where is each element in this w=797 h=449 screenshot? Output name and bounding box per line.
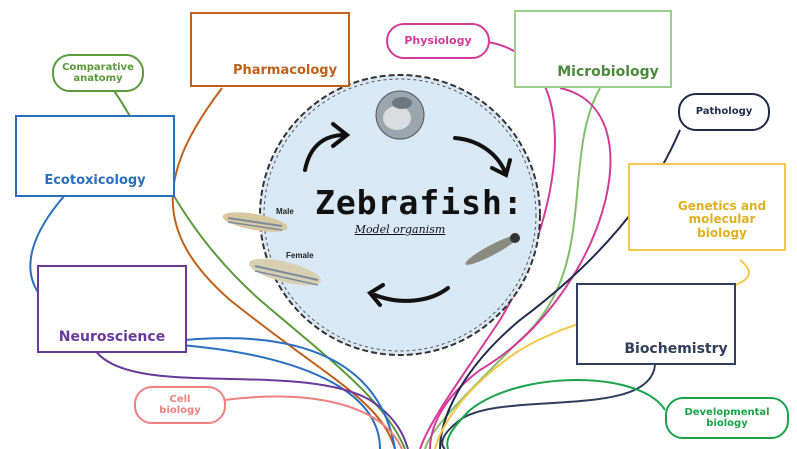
connector-neuroscience [94,349,409,449]
topic-pharmacology[interactable]: Pharmacology [190,12,350,87]
cycle-arrow-top-left-head [331,122,351,148]
center-circle-inner [263,78,537,352]
male-label: Male [276,207,294,216]
connector-genetics [434,259,750,449]
embryo-image [375,90,425,140]
topic-physiology-label: Physiology [404,33,472,47]
connector-neuroscience-2 [184,337,396,449]
topic-genetics[interactable]: Genetics and molecular biology [628,163,786,251]
topic-comparative-anatomy-label: Comparative anatomy [62,61,134,85]
topic-ecotoxicology[interactable]: Ecotoxicology [15,115,175,197]
topic-neuroscience[interactable]: Neuroscience [37,265,187,353]
larva-image [465,233,520,265]
topic-pathology-label: Pathology [695,106,753,118]
topic-developmental-label: Developmental biology [684,406,770,430]
topic-microbiology-label: Microbiology [557,63,659,80]
cycle-arrow-top-right-head [490,158,512,178]
center-title: Zebrafish: [315,183,524,222]
topic-genetics-label: Genetics and molecular biology [677,198,767,241]
topic-microbiology[interactable]: Microbiology [514,10,672,88]
topic-biochemistry[interactable]: Biochemistry [576,283,736,365]
center-subtitle: Model organism [354,223,446,236]
topic-ecotoxicology-label: Ecotoxicology [44,173,146,189]
cycle-arrow-bottom [373,286,450,303]
topic-developmental[interactable]: Developmental biology [665,397,789,439]
cycle-arrow-top-left [303,133,347,172]
adult-zebrafish-female [249,258,321,286]
topic-biochemistry-label: Biochemistry [624,340,728,357]
connector-cell-biology [224,395,403,449]
topic-comparative-anatomy[interactable]: Comparative anatomy [52,54,144,92]
female-label: Female [286,251,314,260]
topic-neuroscience-label: Neuroscience [58,328,166,345]
topic-pathology[interactable]: Pathology [678,93,770,131]
topic-physiology[interactable]: Physiology [386,23,490,59]
connector-microbiology [424,87,601,449]
connector-biochemistry [441,364,656,449]
topic-cell-biology-label: Cell biology [159,393,201,417]
connector-developmental [446,379,666,449]
cycle-arrow-bottom-head [366,283,385,307]
topic-pharmacology-label: Pharmacology [232,63,338,79]
connector-microbiology-2 [429,87,612,449]
topic-cell-biology[interactable]: Cell biology [134,386,226,424]
center-circle [259,74,541,356]
cycle-arrow-top-right [453,136,507,174]
adult-zebrafish-male [222,212,288,232]
connector-pharmacology [171,87,396,449]
